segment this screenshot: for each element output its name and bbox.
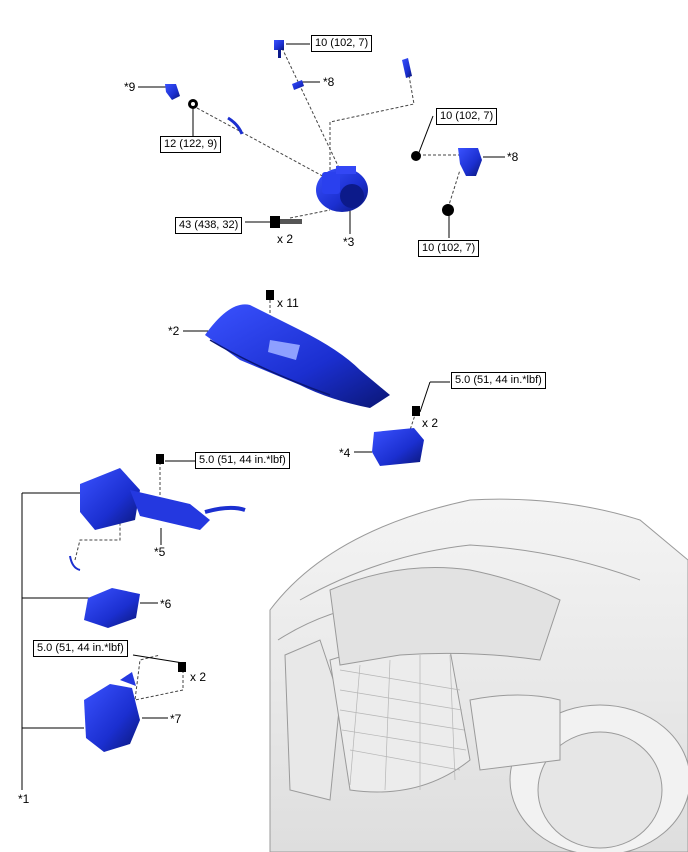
torque-spec-box: 10 (102, 7) bbox=[418, 240, 480, 257]
quantity-label: x 11 bbox=[277, 296, 299, 310]
callout-5: *5 bbox=[154, 545, 166, 559]
torque-spec-box: 10 (102, 7) bbox=[436, 108, 498, 125]
vehicle-front-illustration bbox=[269, 498, 688, 852]
alternator-icon bbox=[316, 166, 368, 212]
reservoir-icon bbox=[372, 406, 424, 466]
bolt-top-icon bbox=[274, 40, 284, 58]
wire-clip-icon bbox=[292, 80, 304, 90]
air-cleaner-hose-icon bbox=[69, 454, 246, 571]
torque-spec-box: 12 (122, 9) bbox=[160, 136, 222, 153]
callout-2: *2 bbox=[168, 324, 180, 338]
long-bolt-icon bbox=[270, 216, 302, 228]
callout-4: *4 bbox=[339, 446, 351, 460]
terminal-part-icon bbox=[165, 84, 180, 100]
callout-6: *6 bbox=[160, 597, 172, 611]
wire-harness-end-icon bbox=[402, 58, 412, 78]
torque-spec-box: 43 (438, 32) bbox=[175, 217, 243, 234]
torque-spec-box: 5.0 (51, 44 in.*lbf) bbox=[451, 372, 546, 389]
air-cleaner-case-icon bbox=[84, 662, 186, 752]
bracket-icon bbox=[411, 148, 482, 216]
callout-3: *3 bbox=[343, 235, 355, 249]
quantity-label: x 2 bbox=[277, 232, 294, 246]
cowl-panel-icon bbox=[205, 290, 390, 408]
wire-piece-icon bbox=[227, 116, 244, 135]
callout-8b: *8 bbox=[507, 150, 519, 164]
quantity-label: x 2 bbox=[422, 416, 439, 430]
callout-8a: *8 bbox=[323, 75, 335, 89]
quantity-label: x 2 bbox=[190, 670, 207, 684]
torque-spec-box: 5.0 (51, 44 in.*lbf) bbox=[195, 452, 290, 469]
callout-1: *1 bbox=[18, 792, 30, 806]
torque-spec-box: 5.0 (51, 44 in.*lbf) bbox=[33, 640, 128, 657]
air-filter-element-icon bbox=[84, 588, 140, 628]
callout-7: *7 bbox=[170, 712, 182, 726]
solid-leader-lines bbox=[21, 43, 505, 790]
torque-spec-box: 10 (102, 7) bbox=[311, 35, 373, 52]
callout-9: *9 bbox=[124, 80, 136, 94]
